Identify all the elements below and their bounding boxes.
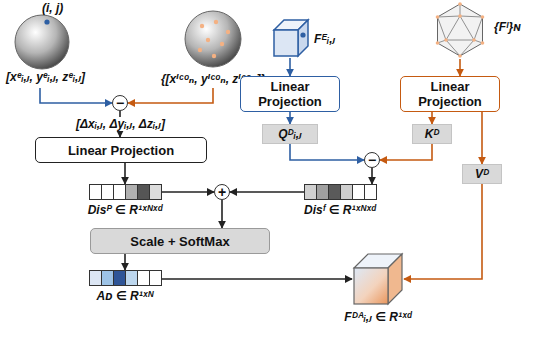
connector	[404, 184, 482, 279]
process-label: Linear Projection	[68, 143, 174, 158]
operator-symbol: −	[116, 96, 124, 110]
tensor-tag: Vᴰ	[462, 164, 502, 184]
process-label: Linear Projection	[249, 79, 331, 109]
output-label: Fᴰᴬᵢ,ⱼ ∈ R¹ˣᵈ	[344, 310, 411, 324]
process-box: Linear Projection	[240, 76, 340, 112]
connector	[289, 112, 291, 124]
cube-art	[272, 18, 310, 58]
connector	[380, 144, 432, 160]
text-holder: {Fᴵ}ɴ	[494, 20, 521, 34]
text-holder: Disᶠ ∈ R¹ˣᴺˣᵈ	[290, 203, 390, 217]
connector	[289, 58, 291, 76]
shape-label: Aᴅ ∈ R¹ˣᴺ	[97, 289, 154, 303]
connector	[371, 168, 373, 184]
connector	[128, 88, 213, 103]
bar-cell	[364, 184, 377, 200]
process-label: Linear Projection	[409, 79, 491, 109]
text-holder: (i, j)	[42, 1, 63, 15]
vector-bar: Disᶠ ∈ R¹ˣᴺˣᵈ	[290, 184, 390, 222]
icosahedron-figure: {Fᴵ}ɴ	[432, 2, 538, 60]
shape-label: Disᶠ ∈ R¹ˣᴺˣᵈ	[304, 203, 376, 217]
connector	[481, 112, 483, 164]
process-label: Scale + SoftMax	[130, 234, 229, 249]
connector	[230, 191, 305, 193]
text-holder: Fᴱᵢ,ⱼ	[314, 32, 335, 46]
operator-circle: −	[364, 152, 380, 168]
process-box: Linear Projection	[35, 137, 207, 163]
coordinate-label: (i, j)	[42, 1, 63, 15]
bar-cell	[149, 184, 162, 200]
coordinate-vector: [xᵉᵢ,ⱼ, yᵉᵢ,ⱼ, zᵉᵢ,ⱼ]	[6, 70, 126, 84]
cube	[272, 18, 310, 58]
cube	[352, 252, 404, 306]
sphere-figure: (i, j) [xᵉᵢ,ⱼ, yᵉᵢ,ⱼ, zᵉᵢ,ⱼ]	[6, 2, 126, 88]
edge-label: [Δxᵢ,ⱼ, Δyᵢ,ⱼ, Δzᵢ,ⱼ]	[76, 117, 165, 131]
bar-cell	[149, 270, 162, 286]
tensor-tag: Qᴰᵢ,ⱼ	[262, 124, 318, 144]
tensor-label: Qᴰᵢ,ⱼ	[278, 127, 301, 141]
cube-art	[352, 252, 404, 306]
process-box: Linear Projection	[400, 76, 500, 112]
bar-cells	[305, 184, 377, 200]
process-box: Scale + SoftMax	[90, 228, 270, 254]
sphere-art	[14, 14, 70, 70]
connector	[124, 163, 126, 184]
shape-label: Disᴾ ∈ R¹ˣᴺˣᵈ	[88, 203, 163, 217]
tensor-label: Kᴰ	[425, 127, 440, 141]
text-holder: Disᴾ ∈ R¹ˣᴺˣᵈ	[75, 203, 175, 217]
bar-cells	[90, 270, 162, 286]
feature-label: {Fᴵ}ɴ	[494, 20, 521, 34]
sphere	[14, 14, 70, 70]
sphere	[184, 10, 242, 68]
feature-cube: Fᴱᵢ,ⱼ	[272, 18, 352, 60]
operator-symbol: −	[368, 153, 376, 167]
tensor-label: Vᴰ	[475, 167, 489, 181]
connector	[162, 278, 352, 280]
operator-symbol: +	[218, 185, 226, 199]
feature-label: Fᴱᵢ,ⱼ	[314, 32, 335, 46]
operator-circle: +	[214, 184, 230, 200]
vector-bar: Aᴅ ∈ R¹ˣᴺ	[75, 270, 175, 308]
vector-bar: Disᴾ ∈ R¹ˣᴺˣᵈ	[75, 184, 175, 222]
sphere-art	[184, 10, 242, 68]
icosahedron-art	[432, 2, 489, 59]
icosahedron	[432, 2, 489, 59]
text-holder: Aᴅ ∈ R¹ˣᴺ	[75, 289, 175, 303]
connector	[221, 200, 223, 228]
bar-cells	[90, 184, 162, 200]
operator-circle: −	[112, 95, 128, 111]
connector	[124, 254, 126, 270]
output-cube: Fᴰᴬᵢ,ⱼ ∈ R¹ˣᵈ	[330, 252, 426, 328]
connector	[431, 112, 433, 124]
connector	[290, 144, 364, 160]
connector	[162, 191, 214, 193]
connector	[40, 88, 112, 103]
text-holder: [xᵉᵢ,ⱼ, yᵉᵢ,ⱼ, zᵉᵢ,ⱼ]	[6, 70, 126, 84]
connector	[459, 59, 461, 76]
edge-label-patch: [Δxᵢ,ⱼ, Δyᵢ,ⱼ, Δzᵢ,ⱼ]	[74, 117, 167, 131]
tensor-tag: Kᴰ	[412, 124, 452, 144]
text-holder: Fᴰᴬᵢ,ⱼ ∈ R¹ˣᵈ	[330, 310, 426, 324]
